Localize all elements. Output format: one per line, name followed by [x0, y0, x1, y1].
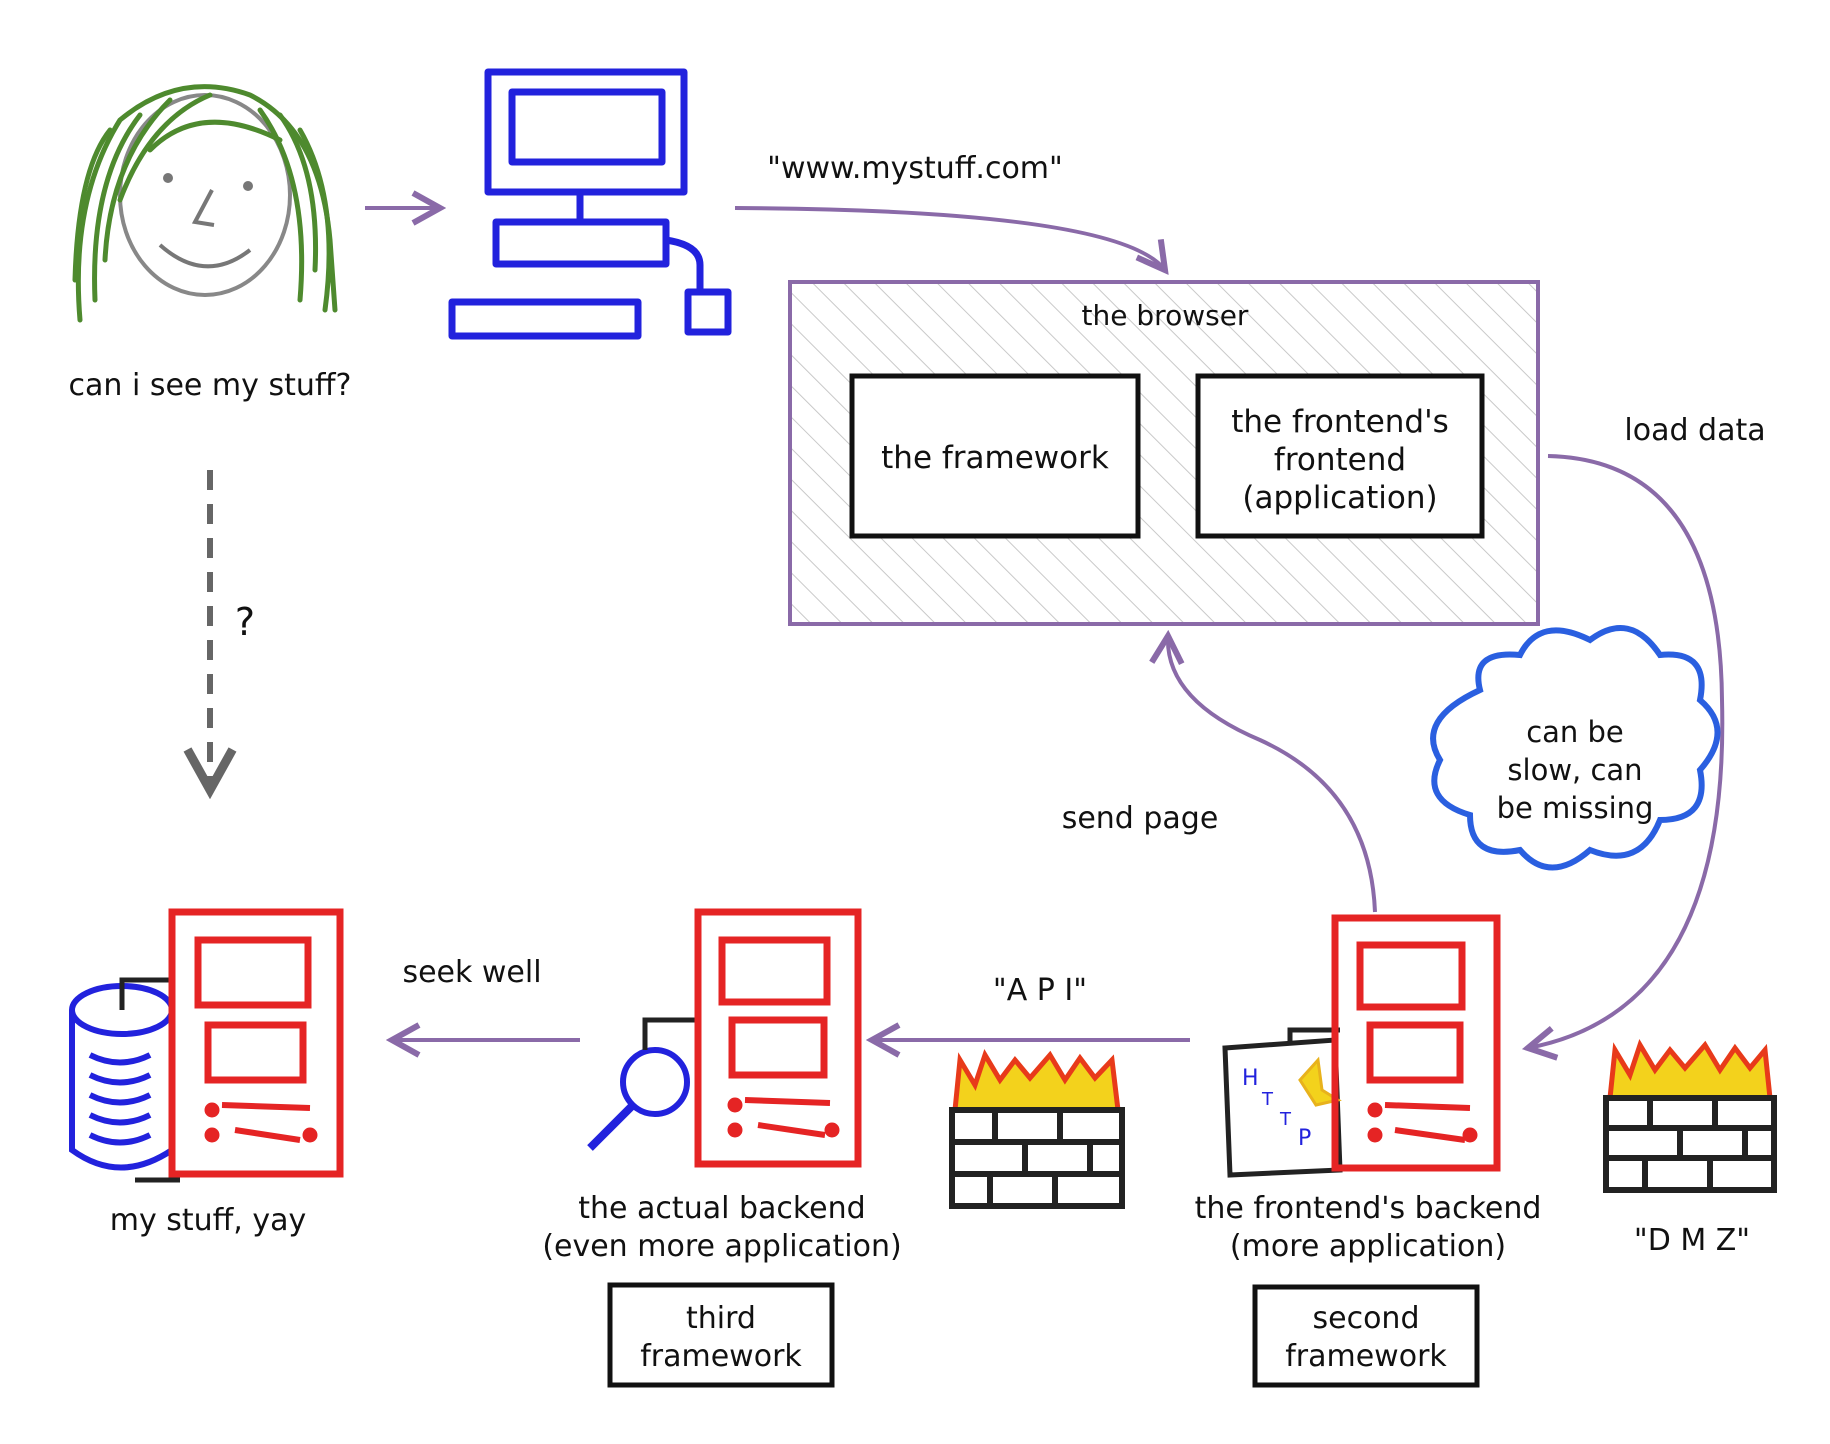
my-stuff-label: my stuff, yay — [110, 1203, 307, 1238]
actual-backend-line-1: the actual backend — [578, 1191, 865, 1226]
arrow-url-to-browser — [734, 206, 1165, 270]
api-label: "A P I" — [993, 973, 1087, 1008]
url-label: "www.mystuff.com" — [767, 151, 1063, 186]
person-icon — [72, 84, 338, 323]
http-letter-h: H — [1242, 1066, 1259, 1091]
cloud-line-1: can be — [1526, 715, 1624, 749]
send-page-label: send page — [1062, 801, 1219, 836]
question-mark-label: ? — [235, 600, 255, 644]
frontend-backend-line-2: (more application) — [1230, 1229, 1506, 1264]
firewall-icon-1 — [949, 1049, 1125, 1209]
framework-label: the framework — [881, 440, 1109, 476]
server-icon-actual-backend — [694, 908, 862, 1168]
actual-backend-line-2: (even more application) — [542, 1229, 901, 1264]
cloud-line-3: be missing — [1497, 791, 1654, 825]
http-letter-t1: T — [1261, 1089, 1274, 1110]
load-data-label: load data — [1624, 413, 1765, 448]
frontend-frontend-line-1: the frontend's — [1231, 404, 1449, 440]
arrow-send-page — [1168, 636, 1377, 913]
server-icon-my-stuff — [168, 908, 344, 1178]
http-document-icon — [1222, 1027, 1343, 1178]
frontend-backend-line-1: the frontend's backend — [1195, 1191, 1542, 1226]
third-framework-box — [607, 1282, 835, 1388]
frontend-frontend-box — [1195, 373, 1485, 539]
computer-icon — [448, 68, 732, 340]
dmz-label: "D M Z" — [1634, 1223, 1750, 1258]
firewall-icon-dmz — [1603, 1039, 1777, 1193]
second-framework-box — [1252, 1284, 1480, 1388]
arrow-load-data — [1528, 454, 1725, 1048]
database-icon — [69, 977, 180, 1183]
http-letter-p: P — [1298, 1126, 1311, 1151]
seek-well-label: seek well — [402, 955, 541, 990]
framework-box — [849, 373, 1141, 539]
second-framework-line-2: framework — [1285, 1339, 1447, 1374]
second-framework-line-1: second — [1313, 1301, 1420, 1336]
cloud-icon — [1430, 625, 1721, 871]
server-icon-frontend-backend — [1331, 914, 1501, 1172]
browser-label: the browser — [1082, 299, 1249, 332]
frontend-frontend-line-2: frontend — [1274, 442, 1406, 478]
third-framework-line-1: third — [686, 1301, 756, 1336]
frontend-frontend-line-3: (application) — [1242, 480, 1437, 516]
third-framework-line-2: framework — [640, 1339, 802, 1374]
magnifier-icon — [587, 1017, 700, 1151]
cloud-line-2: slow, can — [1507, 753, 1642, 787]
person-question-label: can i see my stuff? — [69, 368, 352, 403]
http-letter-t2: T — [1279, 1109, 1292, 1130]
